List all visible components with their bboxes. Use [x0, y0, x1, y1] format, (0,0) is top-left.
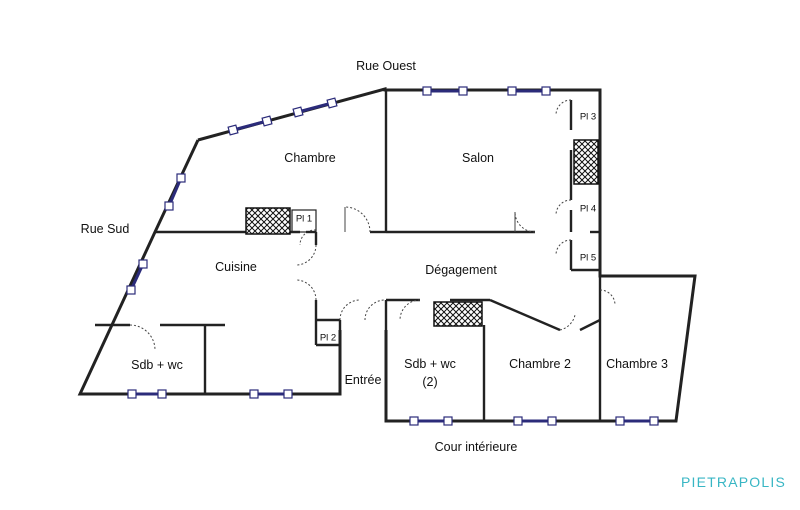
closet-label-pl2: Pl 2: [319, 332, 337, 344]
closet-label-pl3: Pl 3: [579, 111, 597, 123]
street-label-sud: Rue Sud: [80, 221, 130, 236]
street-label-cour: Cour intérieure: [434, 439, 518, 454]
door-swings: [129, 99, 616, 351]
windows: [126, 86, 659, 426]
closet-pl1-box: [291, 209, 317, 233]
closet-label-pl1: Pl 1: [295, 213, 313, 225]
room-label-chambre-2: Chambre 2: [509, 356, 571, 371]
hatched-column-sdb: [433, 301, 483, 327]
room-label-sdb-wc-2: Sdb + wc: [404, 356, 456, 371]
window-bottom-right-3: [615, 416, 659, 426]
brand-logo: PIETRAPOLIS: [680, 474, 786, 490]
window-diag-1: [227, 115, 273, 136]
room-label-cuisine: Cuisine: [215, 259, 257, 274]
window-bottom-left-2: [249, 389, 293, 399]
room-label-salon: Salon: [462, 150, 494, 165]
window-diag-2: [292, 97, 338, 118]
room-label-sdb-wc-2-number: (2): [422, 374, 438, 389]
hatched-column-salon: [573, 139, 599, 185]
closet-label-pl4: Pl 4: [579, 203, 597, 215]
hatched-column-left: [245, 207, 291, 235]
closet-label-pl5: Pl 5: [579, 252, 597, 264]
window-top-1: [422, 86, 468, 96]
window-left-2: [126, 259, 148, 295]
street-label-ouest: Rue Ouest: [356, 58, 416, 73]
window-left-1: [164, 173, 186, 211]
room-label-sdb-wc: Sdb + wc: [131, 357, 183, 372]
room-label-chambre: Chambre: [284, 150, 336, 165]
window-top-2: [507, 86, 551, 96]
window-bottom-right-1: [409, 416, 453, 426]
interior-walls: [95, 90, 602, 421]
room-label-degagement: Dégagement: [425, 262, 497, 277]
window-bottom-left-1: [127, 389, 167, 399]
room-label-entree: Entrée: [344, 372, 382, 387]
window-bottom-right-2: [513, 416, 557, 426]
room-label-chambre-3: Chambre 3: [606, 356, 668, 371]
